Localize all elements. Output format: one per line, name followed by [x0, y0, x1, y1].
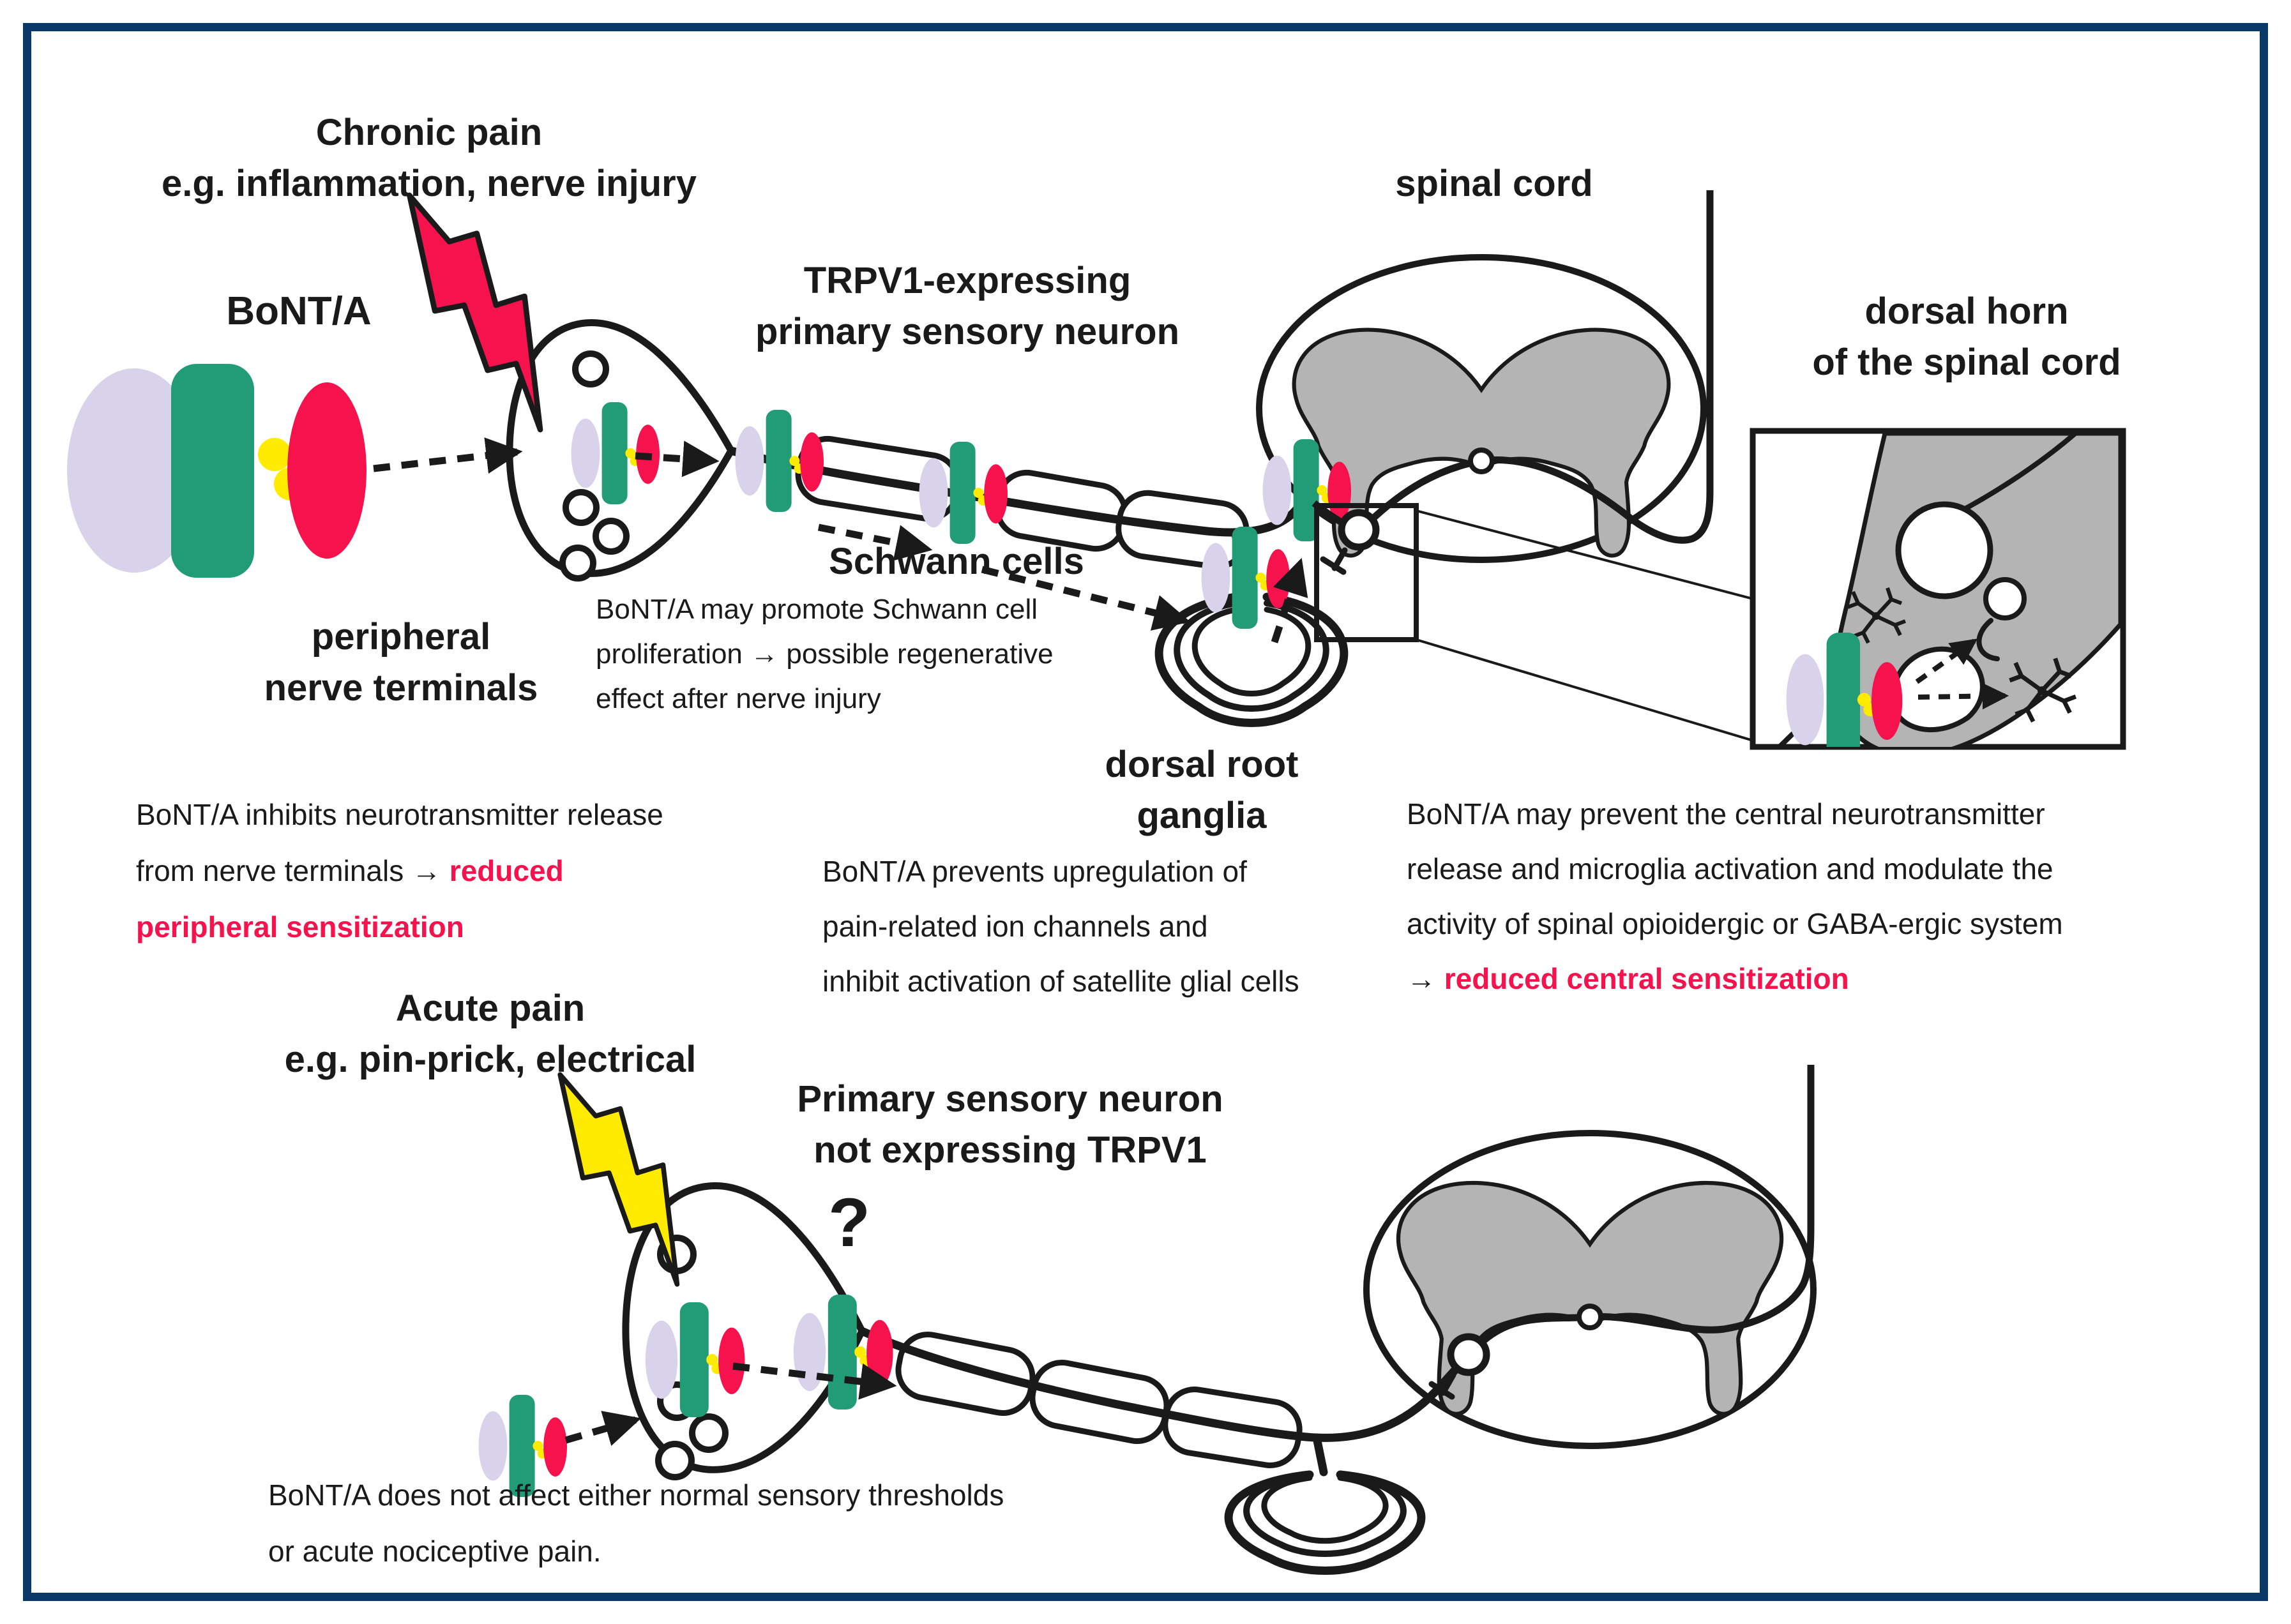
dorsal-root-ganglia-bottom — [1224, 1433, 1426, 1575]
peripheral-note-line1: BoNT/A inhibits neurotransmitter release — [136, 798, 663, 831]
acute-pain-title: Acute pain e.g. pin-prick, electrical — [285, 983, 697, 1085]
transport-arrows-top — [373, 437, 1308, 643]
dorsal-horn-title-line1: dorsal horn — [1864, 290, 2069, 332]
bottom-note-line1: BoNT/A does not affect either normal sen… — [268, 1478, 1004, 1512]
peripheral-terminals-title-line2: nerve terminals — [264, 667, 538, 709]
drg-title-line2: ganglia — [1137, 795, 1267, 836]
bottom-note: BoNT/A does not affect either normal sen… — [268, 1467, 1004, 1579]
peripheral-terminals-title: peripheral nerve terminals — [264, 612, 538, 714]
central-note-line3: activity of spinal opioidergic or GABA-e… — [1407, 907, 2063, 940]
primary-neuron-title-line2: not expressing TRPV1 — [813, 1129, 1207, 1171]
primary-neuron-title: Primary sensory neuron not expressing TR… — [797, 1074, 1223, 1176]
central-canal-bottom — [1576, 1304, 1603, 1330]
bottom-note-line2: or acute nociceptive pain. — [268, 1535, 601, 1568]
spinal-cord-label: spinal cord — [1395, 163, 1593, 204]
neuron-soma-inset — [1895, 501, 1993, 599]
dorsal-horn-title-line2: of the spinal cord — [1812, 342, 2121, 383]
schwann-note: BoNT/A may promote Schwann cell prolifer… — [596, 587, 1054, 721]
synaptic-vesicles-top — [559, 350, 630, 582]
dorsal-horn-title: dorsal horn of the spinal cord — [1812, 286, 2121, 388]
central-canal-top — [1468, 447, 1495, 474]
chronic-pain-title-line1: Chronic pain — [315, 112, 543, 153]
transport-arrows-bottom — [564, 1362, 897, 1447]
chronic-pain-title-line2: e.g. inflammation, nerve injury — [162, 163, 697, 204]
central-note-line1: BoNT/A may prevent the central neurotran… — [1407, 797, 2045, 831]
drg-note-line3: inhibit activation of satellite glial ce… — [822, 965, 1299, 998]
drg-note-line1: BoNT/A prevents upregulation of — [822, 855, 1247, 888]
chronic-pain-title: Chronic pain e.g. inflammation, nerve in… — [162, 107, 697, 209]
axon-bottom — [859, 1327, 1474, 1442]
acute-pain-title-line2: e.g. pin-prick, electrical — [284, 1039, 697, 1080]
bonta-molecule-large — [67, 364, 367, 578]
synapse-bouton-bottom — [1447, 1333, 1490, 1376]
axon-top — [727, 446, 1310, 537]
peripheral-note: BoNT/A inhibits neurotransmitter release… — [136, 786, 663, 955]
schwann-note-line2: proliferation → possible regenerative — [596, 638, 1054, 670]
drg-note: BoNT/A prevents upregulation of pain-rel… — [822, 844, 1299, 1009]
peripheral-note-line3: peripheral sensitization — [136, 910, 464, 944]
central-note: BoNT/A may prevent the central neurotran… — [1407, 786, 2063, 1006]
bouton-stub-top — [1320, 547, 1348, 575]
peripheral-note-line2: from nerve terminals → reduced — [136, 854, 564, 887]
drg-title-line1: dorsal root — [1105, 744, 1299, 785]
drg-title: dorsal root ganglia — [1105, 739, 1299, 841]
acute-pain-title-line1: Acute pain — [395, 988, 586, 1029]
central-note-line2: release and microglia activation and mod… — [1407, 852, 2053, 885]
schwann-cells-label: Schwann cells — [829, 541, 1084, 582]
synapse-bouton-top — [1338, 509, 1380, 551]
reduced-central-highlight: reduced central sensitization — [1444, 962, 1849, 995]
trpv1-neuron-title-line2: primary sensory neuron — [755, 311, 1179, 352]
central-note-line4: → reduced central sensitization — [1407, 962, 1849, 995]
bouton-stub-bottom — [1428, 1372, 1456, 1400]
release-arrows-inset — [1915, 638, 2009, 710]
interneuron-process-inset — [1976, 618, 2000, 661]
question-mark: ? — [828, 1184, 870, 1261]
reduced-peripheral-highlight: reduced — [449, 854, 564, 887]
trpv1-neuron-title: TRPV1-expressing primary sensory neuron — [755, 255, 1179, 357]
spinal-cord-cross-section-top — [1256, 254, 1707, 563]
incoming-fiber-inset — [1958, 431, 2077, 515]
schwann-note-line1: BoNT/A may promote Schwann cell — [596, 594, 1038, 625]
inset-square-top — [1314, 503, 1419, 642]
ascending-fiber-top — [1365, 190, 1714, 544]
bonta-label: BoNT/A — [226, 289, 372, 333]
interneuron-inset — [1983, 577, 2027, 620]
primary-neuron-title-line1: Primary sensory neuron — [797, 1078, 1223, 1120]
schwann-note-line3: effect after nerve injury — [596, 683, 881, 714]
inset-projection-lines — [1416, 509, 1753, 742]
ascending-fiber-bottom — [1476, 1065, 1815, 1348]
peripheral-terminals-title-line1: peripheral — [311, 616, 491, 658]
trpv1-neuron-title-line1: TRPV1-expressing — [803, 260, 1131, 301]
drg-note-line2: pain-related ion channels and — [822, 910, 1208, 943]
dorsal-horn-inset — [1750, 428, 2126, 750]
figure-border — [23, 23, 2268, 1601]
